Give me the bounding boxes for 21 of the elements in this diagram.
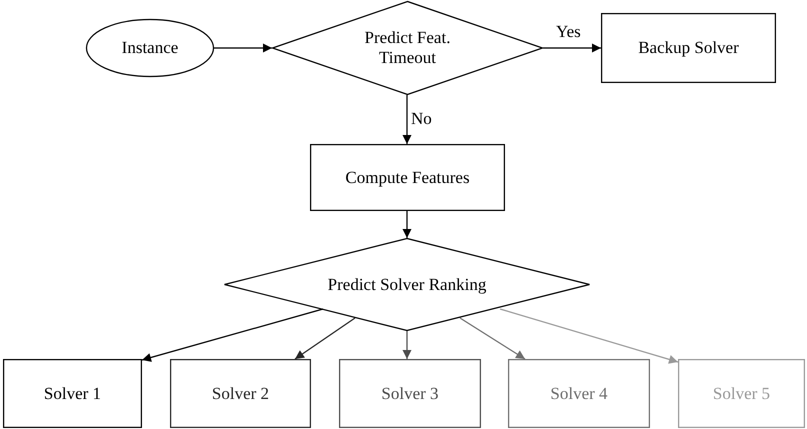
node-label: Solver 3: [381, 384, 439, 404]
arrow: [214, 44, 272, 52]
arrow: [402, 331, 412, 359]
arrow: [543, 44, 601, 52]
arrow: [500, 308, 678, 364]
node-label: Instance: [122, 38, 178, 58]
node-label: Solver 1: [44, 384, 102, 404]
node-label: Solver 5: [712, 384, 770, 404]
arrow: [402, 95, 412, 144]
arrow: [294, 318, 356, 360]
node-label: Solver 4: [550, 384, 608, 404]
node-label: Backup Solver: [638, 38, 739, 58]
arrow: [402, 211, 412, 238]
node-label: Predict Feat. Timeout: [364, 28, 452, 68]
edge-label: Yes: [555, 23, 582, 40]
node-label: Compute Features: [345, 168, 470, 188]
arrow: [460, 318, 526, 360]
edge-label: No: [410, 110, 433, 127]
node-label: Predict Solver Ranking: [328, 274, 486, 294]
node-label: Solver 2: [212, 384, 270, 404]
arrow: [142, 308, 324, 362]
